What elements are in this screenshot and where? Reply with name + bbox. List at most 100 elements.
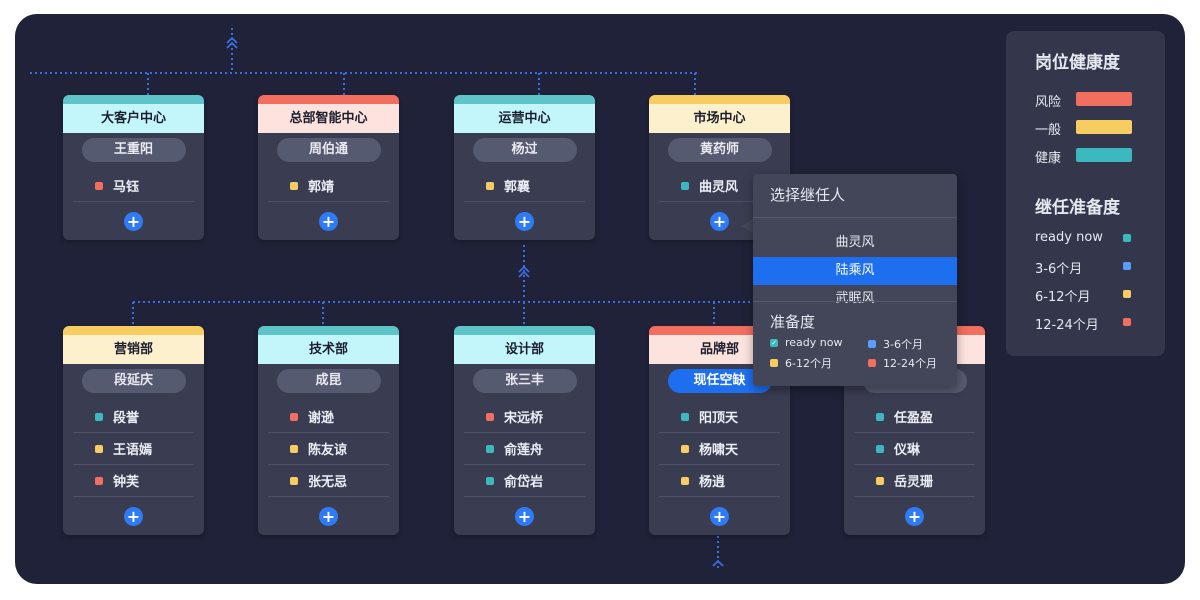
successor-row[interactable]: 俞莲舟 [464,433,585,465]
readiness-dot [770,359,778,367]
health-legend-label: 风险 [1035,95,1062,110]
card-color-bar [63,326,204,335]
health-legend-label: 一般 [1035,123,1062,138]
successor-row[interactable]: 郭靖 [268,170,389,202]
successor-name: 郭襄 [504,180,531,195]
add-successor-button[interactable]: + [319,506,338,526]
successor-option[interactable]: 武眠风 [835,291,875,306]
divider [753,217,957,218]
status-dot [290,412,298,421]
department-title: 技术部 [258,335,399,364]
card-color-bar [649,95,790,104]
readiness-filter-item[interactable]: 6-12个月 [770,355,832,371]
successor-name: 段誉 [113,411,140,426]
successor-row[interactable]: 王语嫣 [73,433,194,465]
add-row: + [649,202,790,240]
owner-badge[interactable]: 段延庆 [81,369,186,393]
status-dot [95,181,103,190]
health-legend-title: 岗位健康度 [1035,53,1120,73]
successor-row[interactable]: 岳灵珊 [854,465,975,497]
checkbox-checked-icon: ✓ [770,338,778,347]
owner-badge[interactable]: 张三丰 [472,369,577,393]
successor-name: 张无忌 [308,475,348,490]
add-successor-button[interactable]: + [319,211,338,231]
successor-name: 宋远桥 [504,411,544,426]
successor-row[interactable]: 仪琳 [854,433,975,465]
succession-legend-dot [1123,234,1131,242]
department-title: 设计部 [454,335,595,364]
card-color-bar [63,95,204,104]
status-dot [486,181,494,190]
status-dot [486,412,494,421]
status-dot [95,412,103,421]
successor-row[interactable]: 宋远桥 [464,401,585,433]
succession-legend-dot [1123,262,1131,270]
readiness-filter-item[interactable]: ✓ready now [770,336,842,349]
successor-row[interactable]: 段誉 [73,401,194,433]
owner-badge[interactable]: 黄药师 [667,138,772,162]
successor-row[interactable]: 谢逊 [268,401,389,433]
department-title: 大客户中心 [63,104,204,133]
add-row: + [63,202,204,240]
successor-row[interactable]: 钟芙 [73,465,194,497]
health-legend-swatch [1076,120,1132,134]
readiness-filter-item[interactable]: 12-24个月 [868,355,937,371]
status-dot [290,181,298,190]
successor-name: 杨啸天 [699,443,739,458]
successor-row[interactable]: 马钰 [73,170,194,202]
owner-badge[interactable]: 杨过 [472,138,577,162]
successor-name: 杨逍 [699,475,726,490]
successor-row[interactable]: 杨啸天 [659,433,780,465]
successor-row[interactable]: 俞岱岩 [464,465,585,497]
add-successor-button[interactable]: + [710,506,729,526]
card-color-bar [454,326,595,335]
successor-row[interactable]: 杨逍 [659,465,780,497]
successor-row[interactable]: 任盈盈 [854,401,975,433]
add-successor-button[interactable]: + [124,506,143,526]
department-title: 运营中心 [454,104,595,133]
add-successor-button[interactable]: + [515,506,534,526]
successor-option[interactable]: 陆乘风 [753,257,957,285]
readiness-dot [868,340,876,348]
add-successor-button[interactable]: + [710,211,729,231]
health-legend-swatch [1076,92,1132,106]
status-dot [876,412,884,421]
owner-badge[interactable]: 周伯通 [276,138,381,162]
successor-name: 王语嫣 [113,443,153,458]
successor-option[interactable]: 曲灵风 [835,235,875,250]
successor-row[interactable]: 张无忌 [268,465,389,497]
successor-name: 俞岱岩 [504,475,544,490]
succession-legend-label: 6-12个月 [1035,290,1091,305]
card-color-bar [258,326,399,335]
readiness-title: 准备度 [770,313,816,331]
successor-name: 俞莲舟 [504,443,544,458]
card-color-bar [649,326,790,335]
health-legend-swatch [1076,148,1132,162]
status-dot [681,181,689,190]
add-row: + [454,202,595,240]
successor-name: 任盈盈 [894,411,934,426]
status-dot [486,444,494,453]
readiness-dot [868,359,876,367]
add-successor-button[interactable]: + [124,211,143,231]
successor-name: 仪琳 [894,443,921,458]
add-row: + [844,497,985,535]
department-card: 大客户中心王重阳马钰 + [63,95,204,240]
successor-row[interactable]: 曲灵风 [659,170,780,202]
readiness-filter-item[interactable]: 3-6个月 [868,336,923,352]
add-row: + [63,497,204,535]
successor-row[interactable]: 阳顶天 [659,401,780,433]
successor-row[interactable]: 郭襄 [464,170,585,202]
succession-legend-dot [1123,318,1131,326]
add-successor-button[interactable]: + [515,211,534,231]
owner-badge[interactable]: 王重阳 [81,138,186,162]
department-card: 营销部段延庆段誉王语嫣钟芙+ [63,326,204,535]
owner-badge[interactable]: 成昆 [276,369,381,393]
succession-legend-label: ready now [1035,230,1103,245]
add-successor-button[interactable]: + [905,506,924,526]
successor-name: 岳灵珊 [894,475,934,490]
successor-name: 钟芙 [113,475,140,490]
successor-row[interactable]: 陈友谅 [268,433,389,465]
successor-name: 谢逊 [308,411,335,426]
